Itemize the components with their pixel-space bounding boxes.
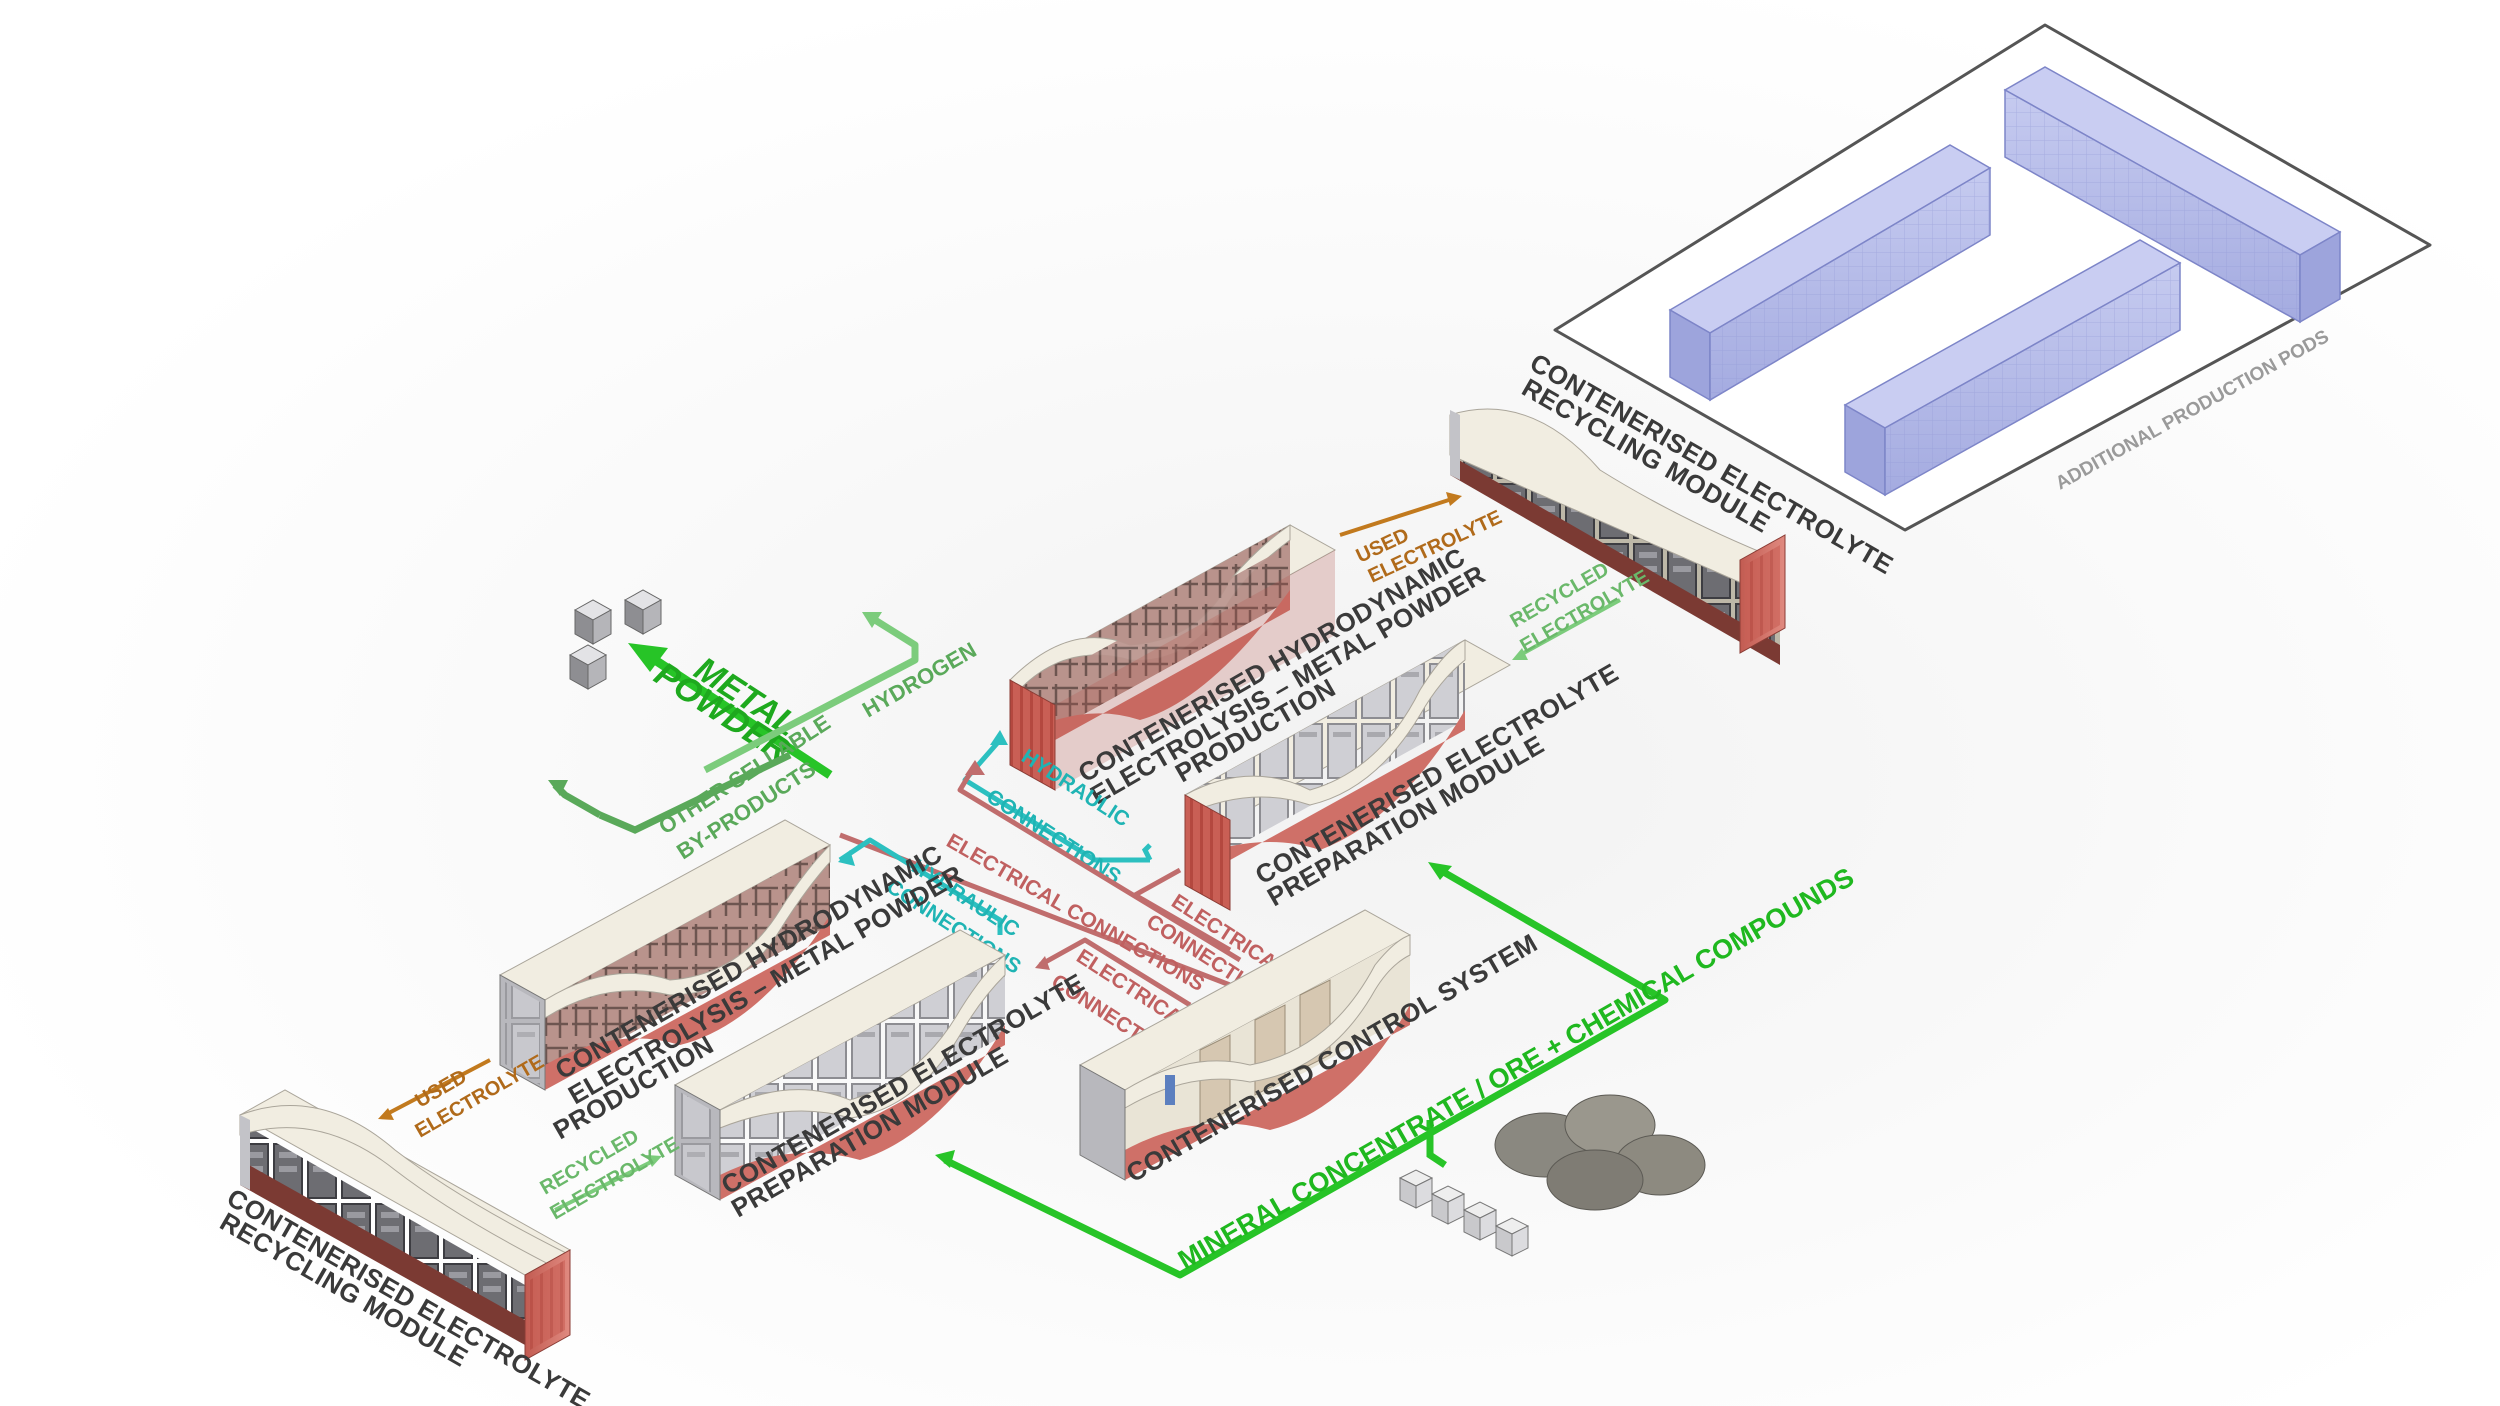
additional-production-pods-area: ADDITIONAL PRODUCTION PODS: [1553, 23, 2432, 532]
recycled-electrolyte-arrow-bottom: RECYCLED ELECTROLYTE: [537, 1125, 683, 1224]
recycled-electrolyte-arrow-top: RECYCLED ELECTROLYTE: [1507, 558, 1653, 660]
recycling-module-bottom: CONTENERISED ELECTROLYTE RECYCLING MODUL…: [215, 1089, 596, 1406]
hydrodynamic-container-bottom: CONTENERISED HYDRODYNAMIC ELECTROLYSIS –…: [498, 819, 968, 1145]
chemical-containers: [1398, 1169, 1530, 1257]
operator-figure: [1165, 1075, 1175, 1105]
production-pod-1: [1668, 144, 1992, 402]
production-pod-2: [2003, 66, 2342, 324]
ore-rocks: [1494, 1094, 1706, 1211]
metal-powder-cubes: [568, 589, 663, 690]
production-pod-3: [1843, 239, 2182, 497]
used-electrolyte-arrow-bottom: USED ELECTROLYTE: [378, 1051, 548, 1142]
